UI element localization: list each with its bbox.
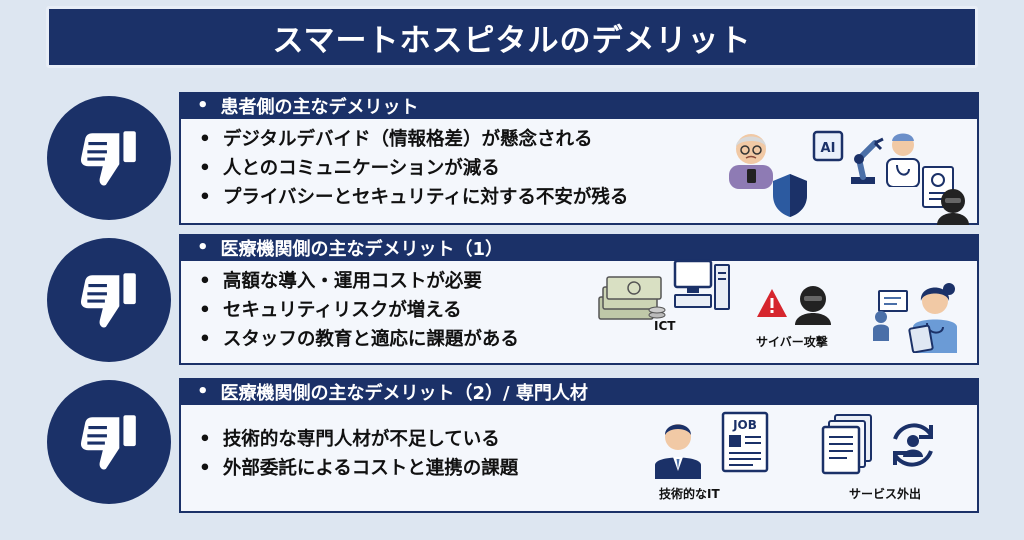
thumbs-down-badge-3 (47, 380, 171, 504)
bullet-list: 高額な導入・運用コストが必要 セキュリティリスクが増える スタッフの教育と適応に… (181, 261, 977, 354)
list-item: 技術的な専門人材が不足している (199, 425, 977, 454)
bullet-list: 技術的な専門人材が不足している 外部委託によるコストと連携の課題 (181, 405, 977, 483)
section-heading-text: 医療機関側の主なデメリット（2）/ 専門人材 (220, 382, 588, 404)
thumbs-down-badge-1 (47, 96, 171, 220)
svg-text:JOB: JOB (732, 418, 757, 432)
presentation-icon (873, 290, 908, 341)
hacker-icon (937, 189, 969, 225)
documents-icon (821, 414, 872, 475)
businessman-icon (655, 424, 701, 479)
section-heading: • 患者側の主なデメリット (179, 92, 979, 119)
list-item: デジタルデバイド（情報格差）が懸念される (199, 125, 977, 154)
list-item: セキュリティリスクが増える (199, 296, 977, 325)
elderly-person-icon (729, 134, 773, 189)
section-heading: • 医療機関側の主なデメリット（2）/ 専門人材 (179, 378, 979, 405)
ai-chip-icon: AI (812, 130, 844, 162)
computer-icon (673, 259, 730, 310)
caption-tech-it: 技術的なIT (659, 487, 720, 501)
list-item: プライバシーとセキュリティに対する不安が残る (199, 183, 977, 212)
nurse-with-tablet-icon (908, 283, 957, 353)
section-body: 技術的な専門人材が不足している 外部委託によるコストと連携の課題 JOB 技術的… (179, 405, 979, 513)
caption-cyber-attack: サイバー攻撃 (756, 335, 828, 349)
doctor-icon (886, 133, 920, 187)
job-document-icon: JOB (721, 411, 769, 473)
svg-text:AI: AI (821, 141, 836, 156)
shield-icon (773, 174, 807, 217)
money-stack-icon (598, 276, 666, 320)
section-heading: • 医療機関側の主なデメリット（1） (179, 234, 979, 261)
robot-arm-icon (851, 137, 884, 184)
list-item: スタッフの教育と適応に課題がある (199, 325, 977, 354)
section-heading-text: 患者側の主なデメリット (220, 96, 419, 118)
caption-outsourcing: サービス外出 (849, 487, 922, 501)
warning-icon (757, 289, 787, 317)
page-title: スマートホスピタルのデメリット (272, 22, 752, 59)
thumbs-down-icon (80, 273, 136, 328)
list-item: 高額な導入・運用コストが必要 (199, 267, 977, 296)
list-item: 人とのコミュニケーションが減る (199, 154, 977, 183)
hacker-icon (795, 286, 831, 325)
thumbs-down-icon (80, 415, 136, 470)
section-institution-1: • 医療機関側の主なデメリット（1） 高額な導入・運用コストが必要 セキュリティ… (179, 234, 979, 365)
thumbs-down-badge-2 (47, 238, 171, 362)
list-item: 外部委託によるコストと連携の課題 (199, 454, 977, 483)
thumbs-down-icon (80, 131, 136, 186)
section-institution-2: • 医療機関側の主なデメリット（2）/ 専門人材 技術的な専門人材が不足している… (179, 378, 979, 513)
section-patient: • 患者側の主なデメリット デジタルデバイド（情報格差）が懸念される 人とのコミ… (179, 92, 979, 225)
bullet-list: デジタルデバイド（情報格差）が懸念される 人とのコミュニケーションが減る プライ… (181, 119, 977, 212)
section-body: 高額な導入・運用コストが必要 セキュリティリスクが増える スタッフの教育と適応に… (179, 259, 979, 365)
section-heading-text: 医療機関側の主なデメリット（1） (220, 238, 504, 260)
section-body: デジタルデバイド（情報格差）が懸念される 人とのコミュニケーションが減る プライ… (179, 119, 979, 225)
caption-ict: ICT (654, 319, 676, 333)
user-sync-icon (893, 423, 933, 467)
title-banner: スマートホスピタルのデメリット (46, 6, 978, 68)
